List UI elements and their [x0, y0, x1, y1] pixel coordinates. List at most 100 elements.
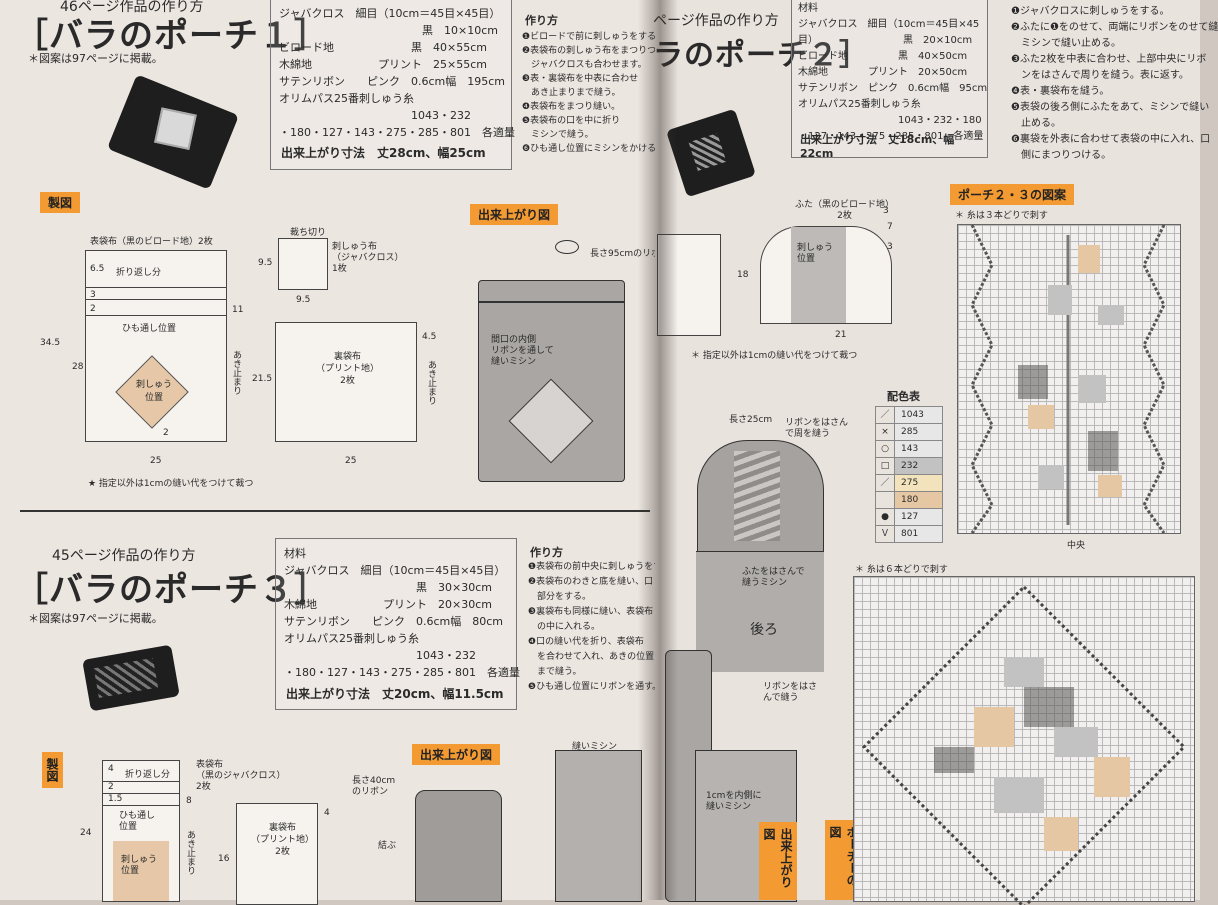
method-step: ❻ひも通し位置にミシンをかける。 [522, 144, 666, 154]
pattern-note1: ＊ 糸は３本どりで刺す [955, 211, 1048, 221]
color-code: 232 [895, 458, 942, 474]
method-step: まで縫う。 [528, 667, 582, 677]
p2-title: ラのポーチ２］ [653, 38, 870, 73]
color-symbol: ● [876, 509, 895, 525]
material-line: ジャバクロス 細目（10cm＝45目×45目） [284, 564, 506, 577]
method-step: ミシンで縫う。 [522, 130, 594, 140]
method-step: あき止まりまで縫う。 [522, 88, 621, 98]
p3-note: ＊図案は97ページに掲載。 [28, 612, 163, 625]
p1-done-note1: 長さ95cmのリボン [590, 249, 670, 259]
p1-embroidery-cloth [278, 238, 328, 290]
p2-ribbon-note2: リボンをはさん で周を縫う [785, 418, 849, 439]
p3-method-heading: 作り方 [530, 546, 563, 559]
ribbon-pos-label: ひも通し位置 [122, 324, 177, 334]
material-line: 黒 30×30cm [284, 581, 492, 594]
method-step: ❸ふた2枚を中表に合わせ、上部中央にリボ [1011, 54, 1207, 65]
dim-34-5: 34.5 [40, 338, 61, 348]
method-step: ❷ふたに❶をのせて、両端にリボンをのせて縫 [1011, 22, 1218, 33]
ribbon-bow-icon [555, 240, 579, 254]
material-line: ジャバクロス 細目（10cm＝45目×45目） [279, 7, 501, 20]
fold-label: 折り返し分 [116, 268, 162, 278]
material-line: 材料 [284, 547, 306, 560]
pattern-label: ポーチ２・３の図案 [950, 184, 1075, 205]
p2-flap-note: ふたをはさんで 縫うミシン [742, 567, 805, 588]
p3-finish-size: 出来上がり寸法 丈20cm、幅11.5cm [286, 687, 504, 701]
p1-note: ＊図案は97ページに掲載。 [28, 52, 163, 65]
p3-stitch-note: 縫いミシン [572, 742, 618, 752]
pouch3-photo [82, 644, 180, 712]
material-line: 木綿地 プリント 20×50cm [798, 67, 968, 78]
method-step: 部分をする。 [528, 592, 592, 602]
p1-seido-label: 製図 [40, 192, 81, 213]
method-step: ❹表袋布をまつり縫い。 [522, 102, 621, 112]
p3-dim-4b: 4 [324, 808, 330, 818]
dim-9-5b: 9.5 [296, 295, 311, 305]
color-table-row: ×285 [875, 424, 943, 441]
embroidery-patch [154, 107, 197, 151]
left-page: 46ページ作品の作り方 ［バラのポーチ１］ ＊図案は97ページに掲載。 ジャバク… [0, 0, 692, 905]
p1-lining-pattern: 裏袋布 （プリント地） 2枚 [275, 322, 417, 442]
method-step: ジャバクロスも合わせます。 [522, 60, 647, 70]
color-code: 801 [895, 526, 942, 542]
p3-emb-label: 刺しゅう 位置 [121, 855, 158, 876]
p3-outer-pattern: 折り返し分 ひも通し 位置 刺しゅう 位置 [102, 760, 180, 902]
color-table-title: 配色表 [887, 390, 920, 403]
p1-method-steps: ❶ビロードで前に刺しゅうをする。 ❷表袋布の刺しゅう布をまつりつけます。 ジャバク… [522, 30, 692, 156]
p1-outer-label: 表袋布（黒のビロード地）2枚 [90, 237, 213, 247]
color-code: 285 [895, 424, 942, 440]
method-step: ❶ジャバクロスに刺しゅうをする。 [1011, 6, 1170, 17]
p2-side-piece [657, 234, 721, 336]
color-code: 275 [895, 475, 942, 491]
p2-dim-18: 18 [737, 270, 749, 280]
material-line: ・180・127・143・275・285・801 各適量 [284, 666, 520, 679]
p2-emb-pos: 刺しゅう 位置 [797, 243, 834, 264]
dim-4-5: 4.5 [422, 332, 437, 342]
method-step: 側にまつりつける。 [1011, 150, 1112, 161]
method-step: の中に入れる。 [528, 622, 601, 632]
p1-seam-note: ★ 指定以外は1cmの縫い代をつけて裁つ [88, 479, 254, 489]
color-table-row: □232 [875, 458, 943, 475]
p2-header: ページ作品の作り方 [653, 13, 779, 29]
p3-done-pouch [415, 790, 502, 902]
color-table-row: ／1043 [875, 406, 943, 424]
color-table-row: ●127 [875, 509, 943, 526]
method-step: ❷表袋布の刺しゅう布をまつりつけます。 [522, 46, 692, 56]
p1-small-cloth-label: 刺しゅう布 （ジャバクロス） 1枚 [332, 242, 404, 274]
method-step: を合わせて入れ、あきの位置 [528, 652, 655, 662]
dim-25a: 25 [150, 456, 162, 466]
p3-dim-24: 24 [80, 828, 92, 838]
material-line: オリムパス25番刺しゅう糸 [284, 632, 419, 645]
material-line: 1043・232・180 [798, 115, 982, 126]
material-line: オリムパス25番刺しゅう糸 [798, 99, 921, 110]
p3-dim-8: 8 [186, 796, 192, 806]
p3-dim-2: 2 [108, 782, 114, 792]
p2-seam-note: ＊ 指定以外は1cmの縫い代をつけて裁つ [691, 351, 858, 361]
p3-side-label: あき止まり [185, 830, 195, 875]
material-line: ビロード地 黒 40×55cm [279, 41, 487, 54]
color-table-row: ／275 [875, 475, 943, 492]
p3-method-steps: ❶表袋布の前中央に刺しゅうをする。❷表袋布のわきと底を縫い、口 部分をする。❸裏… [528, 560, 680, 695]
material-line: ビロード地 黒 40×50cm [798, 51, 968, 62]
p2-dim-21: 21 [835, 330, 847, 340]
dim-21-5: 21.5 [252, 374, 273, 384]
method-step: ❸裏袋布も同様に縫い、表袋布 [528, 607, 654, 617]
p3-done-label: 出来上がり図 [412, 744, 501, 765]
method-step: ❶ビロードで前に刺しゅうをする。 [522, 32, 666, 42]
section-divider [20, 510, 650, 512]
p3-dim-1-5: 1.5 [108, 794, 123, 804]
color-code: 143 [895, 441, 942, 457]
material-line: 木綿地 プリント 25×55cm [279, 58, 487, 71]
color-code: 1043 [895, 407, 942, 423]
pattern-grid-diamond [853, 576, 1195, 905]
p1-title: ［バラのポーチ１］ [14, 16, 329, 56]
p2-method-steps: ❶ジャバクロスに刺しゅうをする。❷ふたに❶をのせて、両端にリボンをのせて縫 ミシ… [1011, 4, 1218, 164]
pattern-motif-diamond [861, 584, 1187, 905]
dim-11: 11 [232, 305, 244, 315]
p1-outer-pattern: 折り返し分 ひも通し位置 刺しゅう 位置 [85, 250, 227, 442]
p3-embroidery-area: 刺しゅう 位置 [113, 841, 169, 901]
pouch2-photo [665, 108, 757, 198]
p1-done-pouch: 間口の内側 リボンを通して 縫いミシン [478, 280, 625, 482]
